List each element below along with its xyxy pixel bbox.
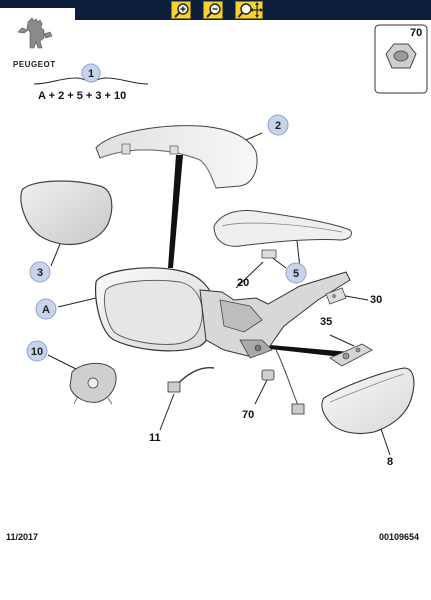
part-label-70-inset[interactable]: 70 [410, 27, 422, 39]
zoom-in-button[interactable] [171, 1, 191, 19]
callout-1[interactable]: 1 [81, 63, 101, 83]
zoom-move-icon [237, 2, 263, 18]
part-label-35[interactable]: 35 [320, 316, 332, 328]
zoom-in-icon [174, 3, 189, 18]
callout-2[interactable]: 2 [267, 114, 289, 136]
part-label-30[interactable]: 30 [370, 294, 382, 306]
svg-text:3: 3 [37, 267, 43, 279]
footer-date: 11/2017 [6, 532, 39, 542]
zoom-move-button[interactable] [235, 1, 263, 19]
part-11-harness [167, 367, 215, 393]
part-A-housing [95, 267, 351, 359]
peugeot-lion-icon [17, 17, 53, 49]
svg-text:2: 2 [275, 120, 281, 132]
part-3-glass [20, 180, 113, 246]
part-8-lower-cover [321, 367, 415, 435]
zoom-out-button[interactable] [203, 1, 223, 19]
brand-name: PEUGEOT [13, 60, 56, 69]
zoom-out-icon [206, 3, 221, 18]
part-label-11[interactable]: 11 [149, 432, 161, 444]
callout-A[interactable]: A [35, 298, 57, 320]
callout-3[interactable]: 3 [29, 261, 51, 283]
part-5-indicator [213, 210, 353, 259]
part-10-motor [69, 363, 117, 405]
part-label-20[interactable]: 20 [237, 277, 249, 289]
svg-text:1: 1 [88, 68, 94, 80]
part-70-clip [261, 369, 275, 381]
brand-logo: PEUGEOT [0, 8, 75, 69]
part-label-70[interactable]: 70 [242, 409, 254, 421]
callout-10[interactable]: 10 [26, 340, 48, 362]
part-35-gasket [329, 343, 373, 367]
toolbar [0, 0, 431, 20]
callout-5[interactable]: 5 [285, 262, 307, 284]
svg-text:A: A [42, 304, 50, 316]
svg-text:5: 5 [293, 268, 299, 280]
footer-reference: 00109654 [379, 532, 420, 542]
part-70-inset [374, 24, 428, 94]
part-30-bracket [325, 287, 347, 305]
part-label-8[interactable]: 8 [387, 456, 393, 468]
part-2-cover [95, 125, 258, 189]
svg-text:10: 10 [31, 346, 43, 358]
assembly-formula: A + 2 + 5 + 3 + 10 [38, 90, 127, 102]
